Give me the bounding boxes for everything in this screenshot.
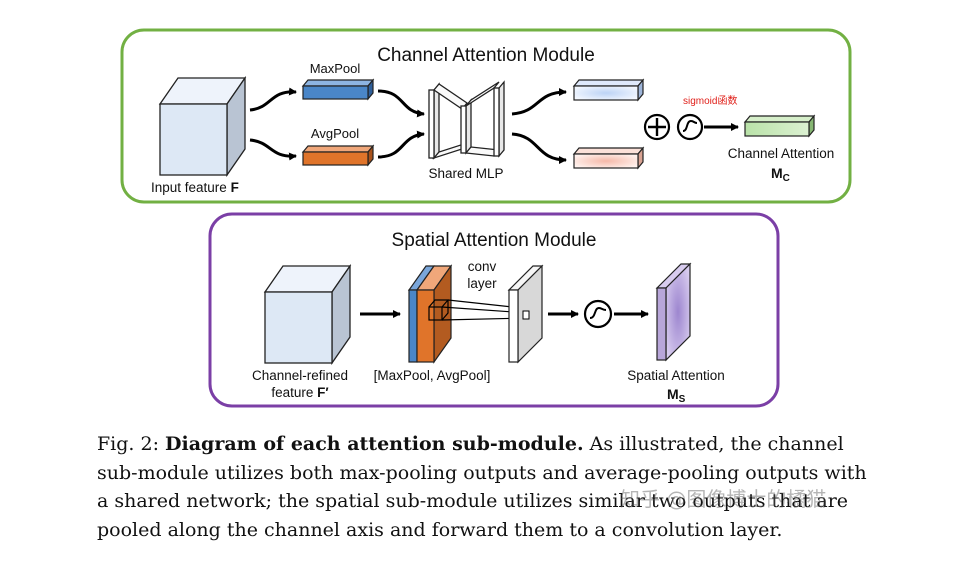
sum-icon: [643, 113, 671, 141]
channel-refined-feature-cube: [263, 263, 352, 366]
caption-line-2: sub-module utilizes both max-pooling out…: [97, 461, 867, 484]
caption-bold-title: Diagram of each attention sub-module.: [165, 433, 584, 455]
arrow-mlp-to-bottom-output: [511, 132, 567, 164]
channel-module-title: Channel Attention Module: [377, 45, 595, 66]
maxpool-bar: [301, 78, 375, 101]
conv-label-line1: conv: [468, 259, 497, 274]
input-feature-cube: [158, 75, 247, 178]
channel-refined-label-line1: Channel-refined: [252, 368, 348, 383]
avgpool-label: AvgPool: [311, 126, 359, 141]
pool-label: [MaxPool, AvgPool]: [374, 368, 491, 383]
spatial-attention-label: Spatial Attention: [627, 368, 725, 383]
spatial-attention-map: [655, 262, 692, 362]
input-feature-label: Input feature F: [151, 180, 239, 195]
watermark: 知乎 @图像博士的橘猫: [620, 487, 827, 511]
channel-attention-bar: [743, 114, 816, 138]
caption-line-1: Fig. 2: Diagram of each attention sub-mo…: [97, 430, 887, 459]
avgpool-bar: [301, 144, 375, 167]
spatial-module-title: Spatial Attention Module: [392, 230, 597, 251]
channel-module-border: [120, 28, 852, 204]
sigmoid-note: sigmoid函数: [683, 94, 737, 107]
arrow-avgpool-to-mlp: [377, 130, 425, 159]
conv-output-map: [507, 264, 544, 364]
mlp-output-max: [572, 78, 645, 102]
mlp-output-avg: [572, 146, 645, 170]
sigmoid-icon: [676, 113, 704, 141]
spatial-sigmoid-icon: [583, 299, 613, 329]
caption-line-3: a shared network; the spatial sub-module…: [97, 490, 849, 512]
channel-refined-label-line2: feature F′: [271, 385, 328, 400]
shared-mlp-label: Shared MLP: [428, 166, 503, 181]
conv-label-line2: layer: [467, 276, 497, 291]
figure-caption: Fig. 2: Diagram of each attention sub-mo…: [97, 430, 887, 544]
caption-prefix: Fig. 2:: [97, 433, 166, 455]
arrow-maxpool-to-mlp: [377, 89, 425, 118]
shared-mlp: [428, 80, 505, 160]
arrow-mlp-to-top-output: [511, 88, 567, 116]
arrow-input-to-avgpool: [249, 138, 297, 161]
pooled-feature-maps: [407, 264, 453, 364]
channel-attention-symbol: MC: [771, 165, 790, 184]
maxpool-label: MaxPool: [310, 61, 361, 76]
arrow-input-to-maxpool: [249, 87, 297, 112]
channel-attention-label: Channel Attention: [728, 146, 835, 161]
spatial-attention-symbol: MS: [667, 386, 686, 405]
caption-line1-rest: As illustrated, the channel: [583, 433, 844, 455]
spatial-module-border: [208, 212, 780, 408]
caption-line-4: pooled along the channel axis and forwar…: [97, 518, 783, 541]
